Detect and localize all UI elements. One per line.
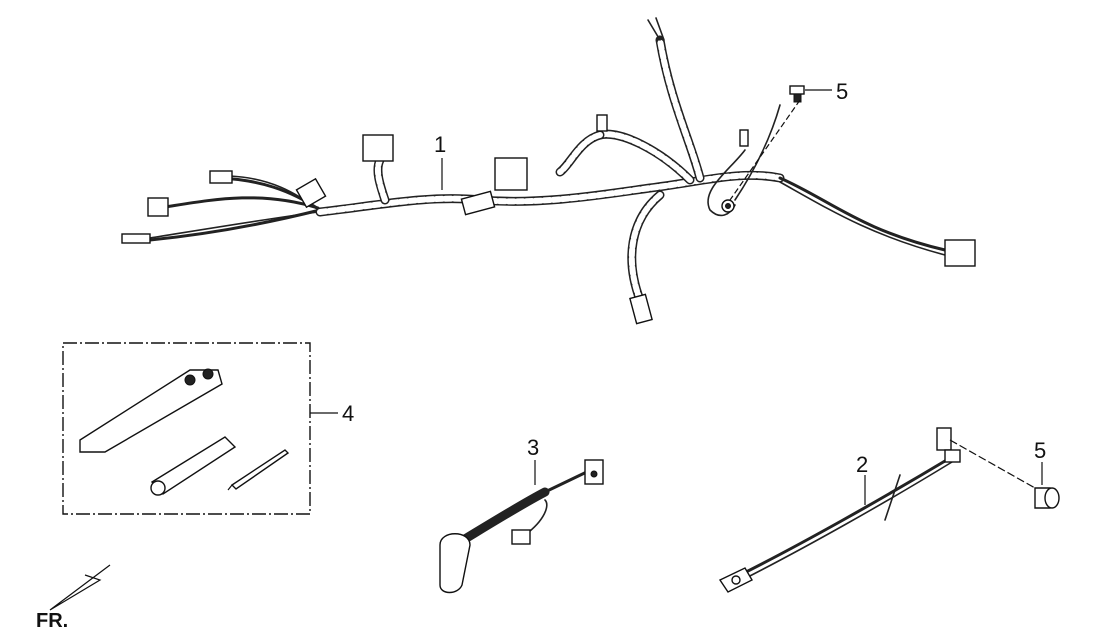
bolt-top [789,85,805,103]
tool-kit [62,342,311,515]
callout-5-right: 5 [1034,438,1046,463]
callout-1: 1 [434,132,446,157]
leader-line [729,99,801,201]
callout-3: 3 [527,435,539,460]
callout-2: 2 [856,452,868,477]
callout-4: 4 [342,401,354,426]
cable-2 [718,427,961,593]
leader-line [949,439,1036,489]
fr-label: FR. [36,610,68,632]
front-direction-marker [49,564,111,611]
cable-3 [439,459,604,594]
callout-5-top: 5 [836,79,848,104]
bolt-right [1034,487,1060,509]
main-wire-harness [121,17,976,325]
